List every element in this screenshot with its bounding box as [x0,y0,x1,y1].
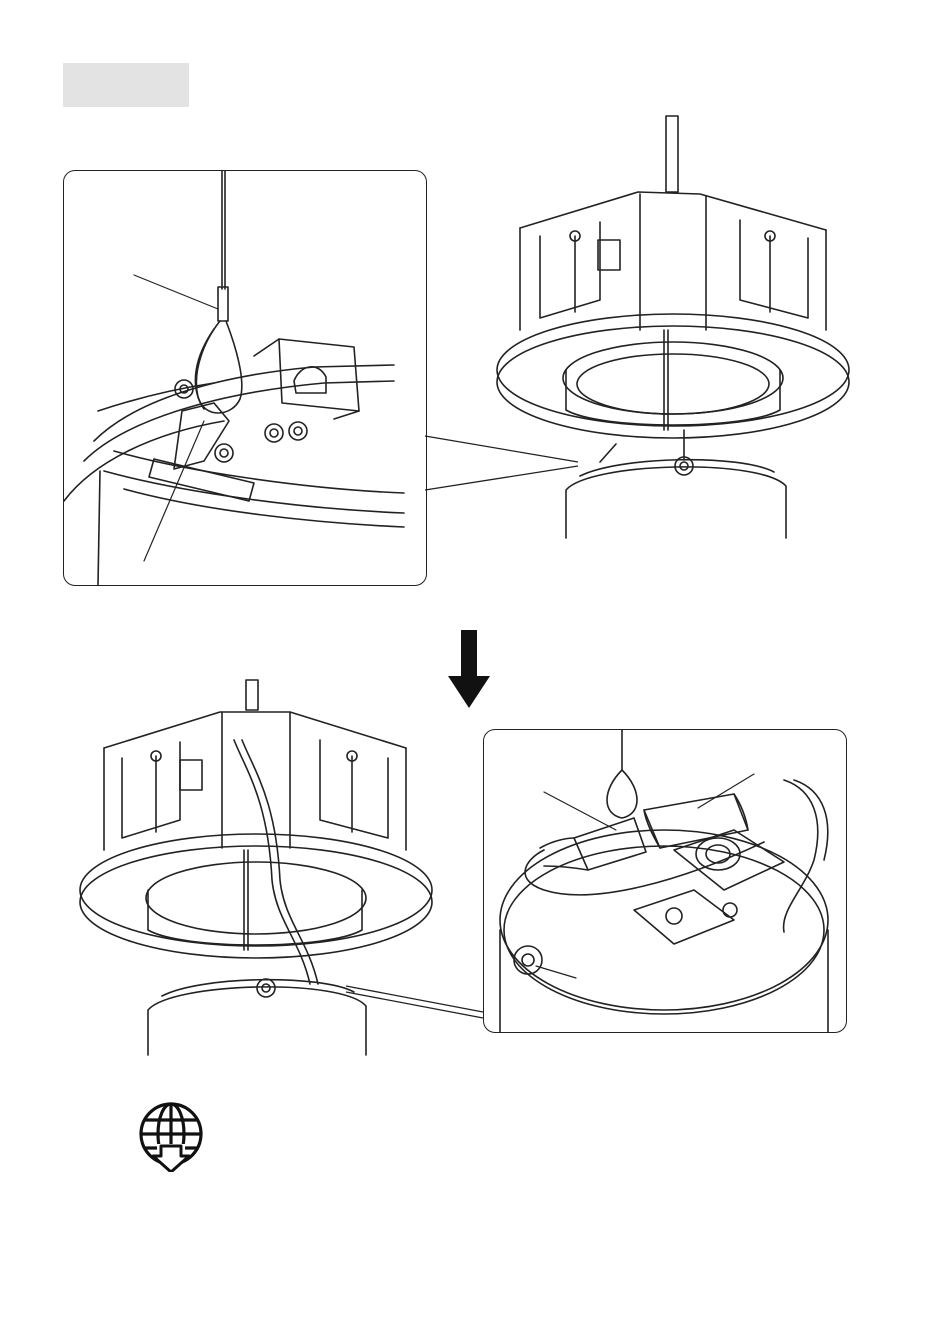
cable-connector-illustration [484,730,846,1032]
globe-download-icon [135,1100,207,1172]
detail-panel-cable-connector [483,729,847,1033]
